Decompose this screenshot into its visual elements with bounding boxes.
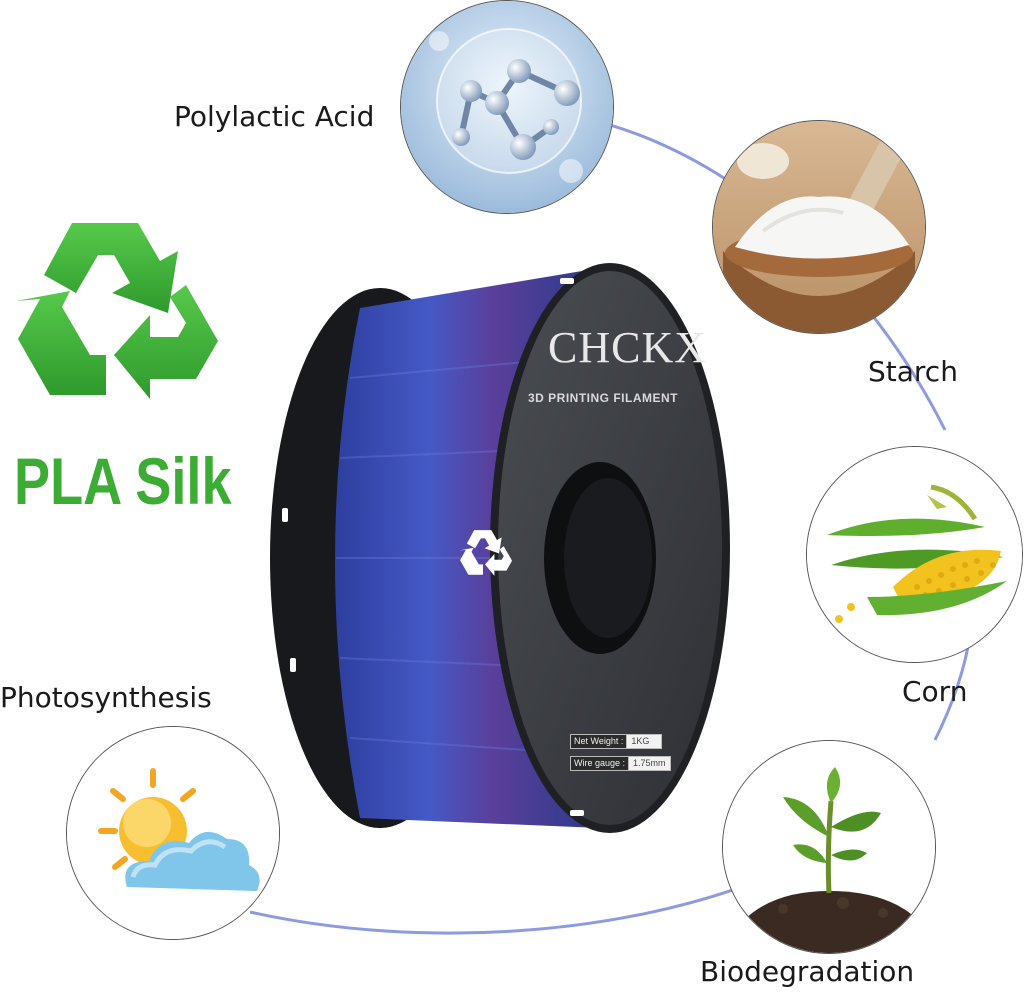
starch-circle (712, 120, 926, 334)
material-title: PLA Silk (14, 444, 232, 518)
spool-brand: CHCKX (548, 323, 708, 372)
biodegradation-circle (722, 740, 936, 954)
spool-graphic (270, 263, 730, 833)
corn-label: Corn (902, 675, 968, 708)
wire-gauge-tag: Wire gauge : 1.75mm (570, 756, 671, 771)
recycle-icon (16, 223, 218, 399)
spool-subtitle: 3D PRINTING FILAMENT (528, 391, 678, 405)
polylactic-acid-circle (400, 0, 614, 214)
sun-cloud-icon (67, 727, 279, 939)
starch-label: Starch (868, 355, 958, 388)
filament-spool: CHCKX 3D PRINTING FILAMENT Net Weight : … (270, 258, 730, 838)
corn-icon (807, 447, 1022, 662)
photosynthesis-circle (66, 726, 280, 940)
corn-circle (806, 446, 1023, 663)
spool-recycle-icon (459, 530, 513, 576)
net-weight-label: Net Weight : (570, 734, 628, 749)
wire-gauge-value: 1.75mm (629, 756, 671, 771)
photosynthesis-label: Photosynthesis (0, 681, 212, 714)
net-weight-value: 1KG (627, 734, 663, 749)
wire-gauge-label: Wire gauge : (570, 756, 630, 771)
biodegradation-label: Biodegradation (700, 955, 915, 988)
molecule-icon (401, 1, 613, 213)
net-weight-tag: Net Weight : 1KG (570, 734, 663, 749)
polylactic-acid-label: Polylactic Acid (174, 100, 375, 133)
starch-bowl-icon (713, 121, 925, 333)
sprout-icon (723, 741, 935, 953)
